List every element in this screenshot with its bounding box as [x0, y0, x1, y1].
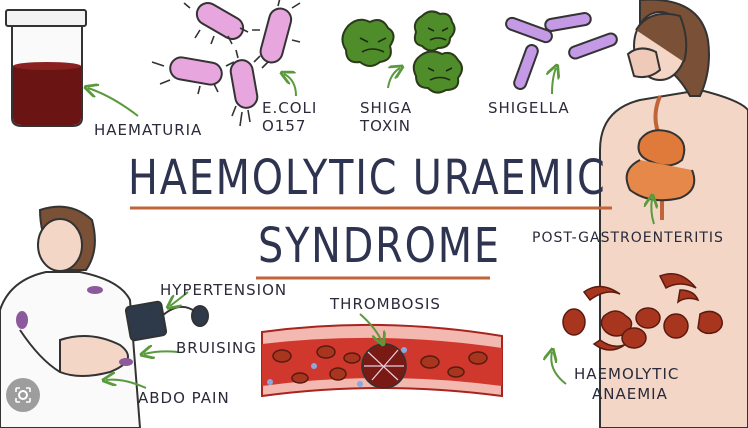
label-ecoli-line-2: O157	[262, 117, 307, 135]
lens-button[interactable]	[6, 378, 40, 412]
label-shiga-line-1: SHIGA	[360, 99, 413, 117]
label-haemolytic-anaemia-line-1: HAEMOLYTIC	[574, 365, 680, 383]
fragmented-red-blood-cells	[562, 273, 723, 351]
annotation-arrows	[88, 68, 654, 389]
blood-vessel-thrombosis	[261, 323, 503, 398]
shiga-toxin-faces	[359, 27, 453, 81]
label-haematuria: HAEMATURIA	[94, 121, 203, 139]
label-hypertension: HYPERTENSION	[160, 281, 288, 299]
label-thrombosis: THROMBOSIS	[330, 295, 441, 313]
shiga-toxin-molecules	[341, 10, 463, 94]
label-bruising: BRUISING	[176, 339, 257, 357]
nauseous-person-figure	[599, 0, 748, 428]
label-ecoli-line-1: E.COLI	[262, 99, 318, 117]
urine-sample-jar	[5, 9, 87, 127]
main-title-line-2: SYNDROME	[258, 218, 501, 274]
label-shiga-line-2: TOXIN	[360, 117, 411, 135]
label-post-gastroenteritis: POST-GASTROENTERITIS	[532, 230, 724, 246]
lens-icon	[15, 387, 31, 403]
main-title-line-1: HAEMOLYTIC URAEMIC	[128, 150, 607, 206]
label-shigella: SHIGELLA	[488, 99, 570, 117]
label-abdo-pain: ABDO PAIN	[138, 389, 230, 407]
e-coli-bacteria	[169, 2, 293, 109]
e-coli-flagella	[151, 0, 301, 127]
bp-cuff-icon	[124, 300, 209, 342]
shigella-bacteria	[505, 12, 618, 90]
label-haemolytic-anaemia-line-2: ANAEMIA	[592, 385, 668, 403]
